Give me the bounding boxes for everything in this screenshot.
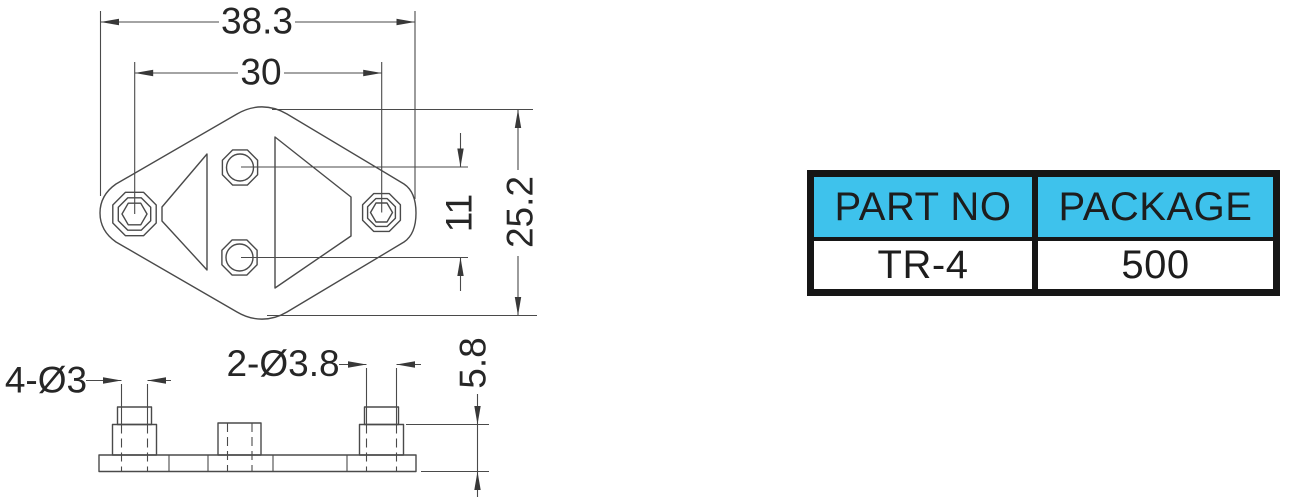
base-plate (98, 454, 417, 473)
dim-label-post-height: 5.8 (453, 337, 494, 388)
hidden-bore-left (120, 424, 149, 471)
dimension-center-hole-spacing: 11 (241, 133, 480, 291)
dimension-overall-height: 25.2 (267, 108, 541, 317)
spec-header-package: PACKAGE (1038, 177, 1273, 237)
dim-label-center-hole-spacing: 11 (439, 194, 480, 232)
arrowhead (514, 297, 522, 316)
arrowhead (457, 148, 464, 167)
spec-header-part-no: PART NO (814, 177, 1032, 237)
dimension-corner-holes: 4-Ø3 (5, 360, 171, 407)
hole-left (112, 191, 157, 237)
cutout-right (274, 136, 352, 289)
part-spec-table: PART NO PACKAGE TR-4 500 (807, 170, 1280, 296)
arrowhead (396, 18, 415, 26)
arrowhead (348, 361, 367, 368)
arrowhead (514, 109, 522, 128)
dim-label-center-posts: 2-Ø3.8 (226, 343, 339, 384)
dimension-center-posts: 2-Ø3.8 (226, 343, 421, 407)
dim-label-overall-height: 25.2 (500, 176, 541, 248)
dimension-hole-spacing: 30 (134, 52, 383, 214)
arrowhead (474, 471, 481, 490)
arrowhead (134, 69, 154, 77)
pad-outline (99, 106, 417, 320)
arrowhead (363, 69, 382, 77)
post-left (111, 406, 158, 471)
cutout-left (161, 153, 208, 271)
hidden-bore-middle (226, 423, 253, 471)
base-feature-lines (168, 455, 348, 472)
arrowhead (147, 377, 166, 384)
arrowhead (103, 377, 122, 384)
spec-value-package: 500 (1038, 241, 1273, 289)
dimension-post-height: 5.8 (406, 337, 494, 497)
arrowhead (100, 18, 119, 26)
side-view (98, 406, 417, 473)
dim-label-corner-holes: 4-Ø3 (5, 360, 87, 401)
dim-label-overall-width: 38.3 (221, 1, 293, 42)
hidden-bore-right (365, 424, 398, 471)
post-right (358, 406, 405, 471)
spec-value-part-no: TR-4 (814, 241, 1032, 289)
dimension-overall-width: 38.3 (99, 1, 416, 199)
top-view (99, 106, 417, 320)
arrowhead (457, 257, 464, 276)
arrowhead (396, 361, 415, 368)
post-middle (217, 422, 262, 471)
hole-right (361, 192, 402, 233)
arrowhead (474, 406, 481, 425)
dim-label-hole-spacing: 30 (240, 52, 281, 93)
